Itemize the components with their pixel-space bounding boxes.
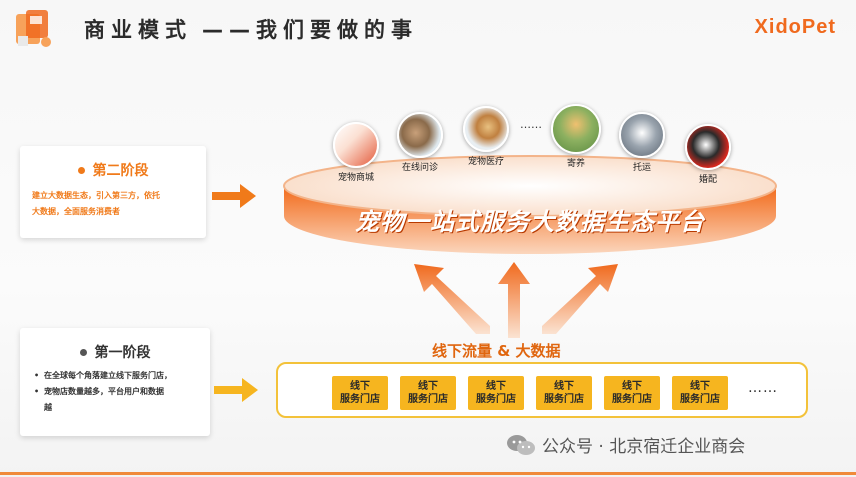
service-label: 在线问诊 bbox=[401, 163, 438, 173]
service-boarding: 寄养 bbox=[546, 104, 606, 169]
stores-container: 线下 服务门店 线下 服务门店 线下 服务门店 线下 服务门店 线下 服务门店 … bbox=[276, 362, 808, 418]
stage1-item2-line2: 越 bbox=[44, 403, 52, 412]
store-line1: 线下 bbox=[554, 381, 574, 392]
store-box: 线下 服务门店 bbox=[672, 376, 728, 410]
stage1-heading-text: 第一阶段 bbox=[94, 345, 151, 361]
store-line2: 服务门店 bbox=[544, 394, 584, 405]
stage2-body-line2: 大数据，全面服务消费者 bbox=[32, 207, 120, 216]
arrow-up-icon bbox=[498, 262, 530, 338]
platform-disc bbox=[283, 155, 777, 254]
service-label: 托运 bbox=[632, 163, 651, 173]
pet-mall-icon bbox=[333, 122, 379, 168]
store-line1: 线下 bbox=[622, 381, 642, 392]
brand-logo: XidoPet bbox=[754, 16, 836, 38]
stage2-body: 建立大数据生态，引入第三方，依托 大数据，全面服务消费者 bbox=[20, 180, 206, 220]
store-line1: 线下 bbox=[418, 381, 438, 392]
service-label: 宠物医疗 bbox=[467, 157, 504, 167]
store-box: 线下 服务门店 bbox=[400, 376, 456, 410]
stage1-item2: 宠物店数量越多，平台用户和数据 越 bbox=[32, 384, 200, 416]
store-line2: 服务门店 bbox=[476, 394, 516, 405]
store-line2: 服务门店 bbox=[612, 394, 652, 405]
watermark-text: 公众号 · 北京宿迁企业商会 bbox=[542, 437, 746, 457]
service-label: 宠物商城 bbox=[337, 173, 374, 183]
stage1-item2-line1: 宠物店数量越多，平台用户和数据 bbox=[44, 387, 164, 396]
title-subtitle: ——我们要做的事 bbox=[202, 18, 418, 42]
service-pet-mall: 宠物商城 bbox=[328, 122, 384, 183]
store-line2: 服务门店 bbox=[680, 394, 720, 405]
bullet-dot-icon bbox=[79, 348, 87, 356]
service-label: 寄养 bbox=[566, 159, 585, 169]
page-title: 商业模式 ——我们要做的事 bbox=[84, 14, 418, 44]
stage2-heading: 第二阶段 bbox=[20, 160, 206, 180]
stores-ellipsis: …… bbox=[748, 380, 778, 396]
arrow-right-icon bbox=[214, 378, 258, 402]
service-shipping: 托运 bbox=[614, 112, 670, 173]
mating-icon bbox=[685, 124, 731, 170]
shipping-icon bbox=[619, 112, 665, 158]
service-mating: 婚配 bbox=[680, 124, 736, 185]
store-line1: 线下 bbox=[350, 381, 370, 392]
stage2-card: 第二阶段 建立大数据生态，引入第三方，依托 大数据，全面服务消费者 bbox=[20, 146, 206, 238]
services-ellipsis: …… bbox=[520, 118, 542, 131]
stage1-heading: 第一阶段 bbox=[20, 342, 210, 362]
stage2-heading-text: 第二阶段 bbox=[92, 163, 149, 179]
store-box: 线下 服务门店 bbox=[604, 376, 660, 410]
service-label: 婚配 bbox=[698, 175, 717, 185]
store-line2: 服务门店 bbox=[340, 394, 380, 405]
store-box: 线下 服务门店 bbox=[468, 376, 524, 410]
boarding-icon bbox=[551, 104, 601, 154]
arrow-up-left-icon bbox=[414, 264, 490, 334]
bullet-dot-icon bbox=[77, 166, 85, 174]
online-consult-icon bbox=[397, 112, 443, 158]
store-box: 线下 服务门店 bbox=[536, 376, 592, 410]
stage1-item1: 在全球每个角落建立线下服务门店， bbox=[32, 368, 200, 384]
title-main: 商业模式 bbox=[84, 18, 192, 42]
service-pet-medical: 宠物医疗 bbox=[458, 106, 514, 167]
stage1-card: 第一阶段 在全球每个角落建立线下服务门店， 宠物店数量越多，平台用户和数据 越 bbox=[20, 328, 210, 436]
stage1-body: 在全球每个角落建立线下服务门店， 宠物店数量越多，平台用户和数据 越 bbox=[20, 362, 210, 416]
store-box: 线下 服务门店 bbox=[332, 376, 388, 410]
store-line1: 线下 bbox=[486, 381, 506, 392]
store-line2: 服务门店 bbox=[408, 394, 448, 405]
arrow-up-right-icon bbox=[542, 264, 618, 334]
flow-label: 线下流量 & 大数据 bbox=[432, 342, 561, 360]
platform-label: 宠物一站式服务大数据生态平台 bbox=[355, 208, 705, 236]
wechat-icon bbox=[507, 434, 535, 455]
service-online-consult: 在线问诊 bbox=[392, 112, 448, 173]
stage2-body-line1: 建立大数据生态，引入第三方，依托 bbox=[32, 191, 160, 200]
store-line1: 线下 bbox=[690, 381, 710, 392]
logo-icon bbox=[16, 10, 51, 47]
watermark: 公众号 · 北京宿迁企业商会 bbox=[506, 432, 745, 457]
bottom-accent-line bbox=[0, 472, 856, 475]
arrow-right-icon bbox=[212, 184, 256, 208]
pet-medical-icon bbox=[463, 106, 509, 152]
